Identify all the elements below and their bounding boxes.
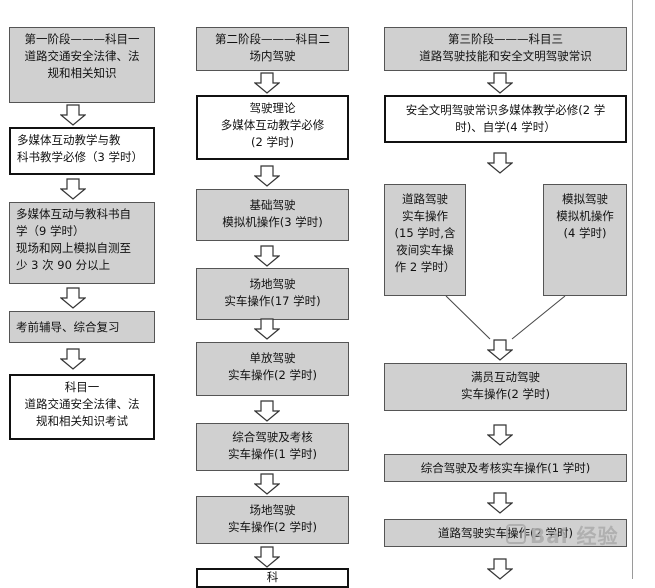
arrow-down-icon xyxy=(487,72,513,94)
stage2-exam-partial: 科 xyxy=(196,568,349,588)
stage3-step3-text: 满员互动驾驶 实车操作(2 学时) xyxy=(461,370,550,401)
watermark-text: Bai 经验 xyxy=(530,524,619,548)
stage3-step-road-driving: 道路驾驶实车操作(2 学时) xyxy=(384,519,627,547)
watermark-logo-icon xyxy=(506,524,526,544)
stage1-exam-text: 科目一 道路交通安全法律、法 规和相关知识考试 xyxy=(24,380,140,428)
stage2-step1-text: 驾驶理论 多媒体互动教学必修 (2 学时) xyxy=(220,101,325,149)
stage2-header: 第二阶段———科目二 场内驾驶 xyxy=(196,27,349,71)
stage1-step-multimedia-required: 多媒体互动教学与教 科书教学必修（3 学时） xyxy=(9,127,155,175)
stage2-step-field-driving: 场地驾驶 实车操作(17 学时) xyxy=(196,268,349,320)
arrow-down-icon xyxy=(60,104,86,126)
arrow-down-icon xyxy=(254,72,280,94)
stage3-branch-simulator: 模拟驾驶 模拟机操作 (4 学时) xyxy=(543,184,627,296)
stage2-step-basic-simulator: 基础驾驶 模拟机操作(3 学时) xyxy=(196,189,349,241)
stage1-step-review: 考前辅导、综合复习 xyxy=(9,311,155,343)
stage3-header: 第三阶段———科目三 道路驾驶技能和安全文明驾驶常识 xyxy=(384,27,627,71)
arrow-down-icon xyxy=(60,287,86,309)
stage2-step7-text: 科 xyxy=(266,570,279,584)
stage3-step1-text: 安全文明驾驶常识多媒体教学必修(2 学 时)、自学(4 学时） xyxy=(405,103,606,134)
stage3-step4-text: 综合驾驶及考核实车操作(1 学时) xyxy=(420,461,591,475)
page-edge-line xyxy=(632,0,633,579)
stage3-step5-text: 道路驾驶实车操作(2 学时) xyxy=(438,526,573,540)
arrow-down-icon xyxy=(254,473,280,495)
stage3-header-text: 第三阶段———科目三 道路驾驶技能和安全文明驾驶常识 xyxy=(419,32,592,63)
stage2-step-solo-driving: 单放驾驶 实车操作(2 学时) xyxy=(196,342,349,396)
stage3-right-branch-text: 模拟驾驶 模拟机操作 (4 学时) xyxy=(556,192,614,240)
stage3-left-branch-text: 道路驾驶 实车操作 (15 学时,含 夜间实车操 作 2 学时） xyxy=(394,192,456,274)
stage2-step4-text: 单放驾驶 实车操作(2 学时) xyxy=(228,351,317,382)
arrow-down-icon xyxy=(487,152,513,174)
stage1-step-self-study: 多媒体互动与教科书自 学（9 学时） 现场和网上模拟自测至 少 3 次 90 分… xyxy=(9,202,155,284)
arrow-down-icon xyxy=(60,178,86,200)
stage1-header-text: 第一阶段———科目一 道路交通安全法律、法 规和相关知识 xyxy=(24,32,140,80)
arrow-down-icon xyxy=(487,424,513,446)
stage1-step1-text: 多媒体互动教学与教 科书教学必修（3 学时） xyxy=(17,133,143,164)
stage2-header-text: 第二阶段———科目二 场内驾驶 xyxy=(215,32,330,63)
stage2-step6-text: 场地驾驶 实车操作(2 学时) xyxy=(228,503,317,534)
stage2-step-field-driving-2: 场地驾驶 实车操作(2 学时) xyxy=(196,496,349,544)
stage1-exam: 科目一 道路交通安全法律、法 规和相关知识考试 xyxy=(9,374,155,440)
arrow-down-icon xyxy=(254,400,280,422)
arrow-down-icon xyxy=(254,546,280,568)
arrow-down-icon xyxy=(487,492,513,514)
stage2-step2-text: 基础驾驶 模拟机操作(3 学时) xyxy=(222,198,323,229)
arrow-down-icon xyxy=(254,165,280,187)
stage2-step-theory: 驾驶理论 多媒体互动教学必修 (2 学时) xyxy=(196,95,349,160)
arrow-down-icon xyxy=(487,558,513,580)
stage2-step5-text: 综合驾驶及考核 实车操作(1 学时) xyxy=(228,430,317,461)
stage1-step2-text: 多媒体互动与教科书自 学（9 学时） 现场和网上模拟自测至 少 3 次 90 分… xyxy=(16,207,131,272)
arrow-down-icon xyxy=(487,339,513,361)
stage2-step3-text: 场地驾驶 实车操作(17 学时) xyxy=(224,277,321,308)
arrow-down-icon xyxy=(254,318,280,340)
stage1-step3-text: 考前辅导、综合复习 xyxy=(16,320,120,334)
stage3-branch-road-driving: 道路驾驶 实车操作 (15 学时,含 夜间实车操 作 2 学时） xyxy=(384,184,466,296)
stage3-step-safety-knowledge: 安全文明驾驶常识多媒体教学必修(2 学 时)、自学(4 学时） xyxy=(384,95,627,143)
stage3-step-full-load-driving: 满员互动驾驶 实车操作(2 学时) xyxy=(384,363,627,411)
stage1-header: 第一阶段———科目一 道路交通安全法律、法 规和相关知识 xyxy=(9,27,155,103)
stage2-step-comprehensive: 综合驾驶及考核 实车操作(1 学时) xyxy=(196,423,349,471)
arrow-down-icon xyxy=(254,245,280,267)
arrow-down-icon xyxy=(60,348,86,370)
stage3-step-comprehensive: 综合驾驶及考核实车操作(1 学时) xyxy=(384,454,627,482)
